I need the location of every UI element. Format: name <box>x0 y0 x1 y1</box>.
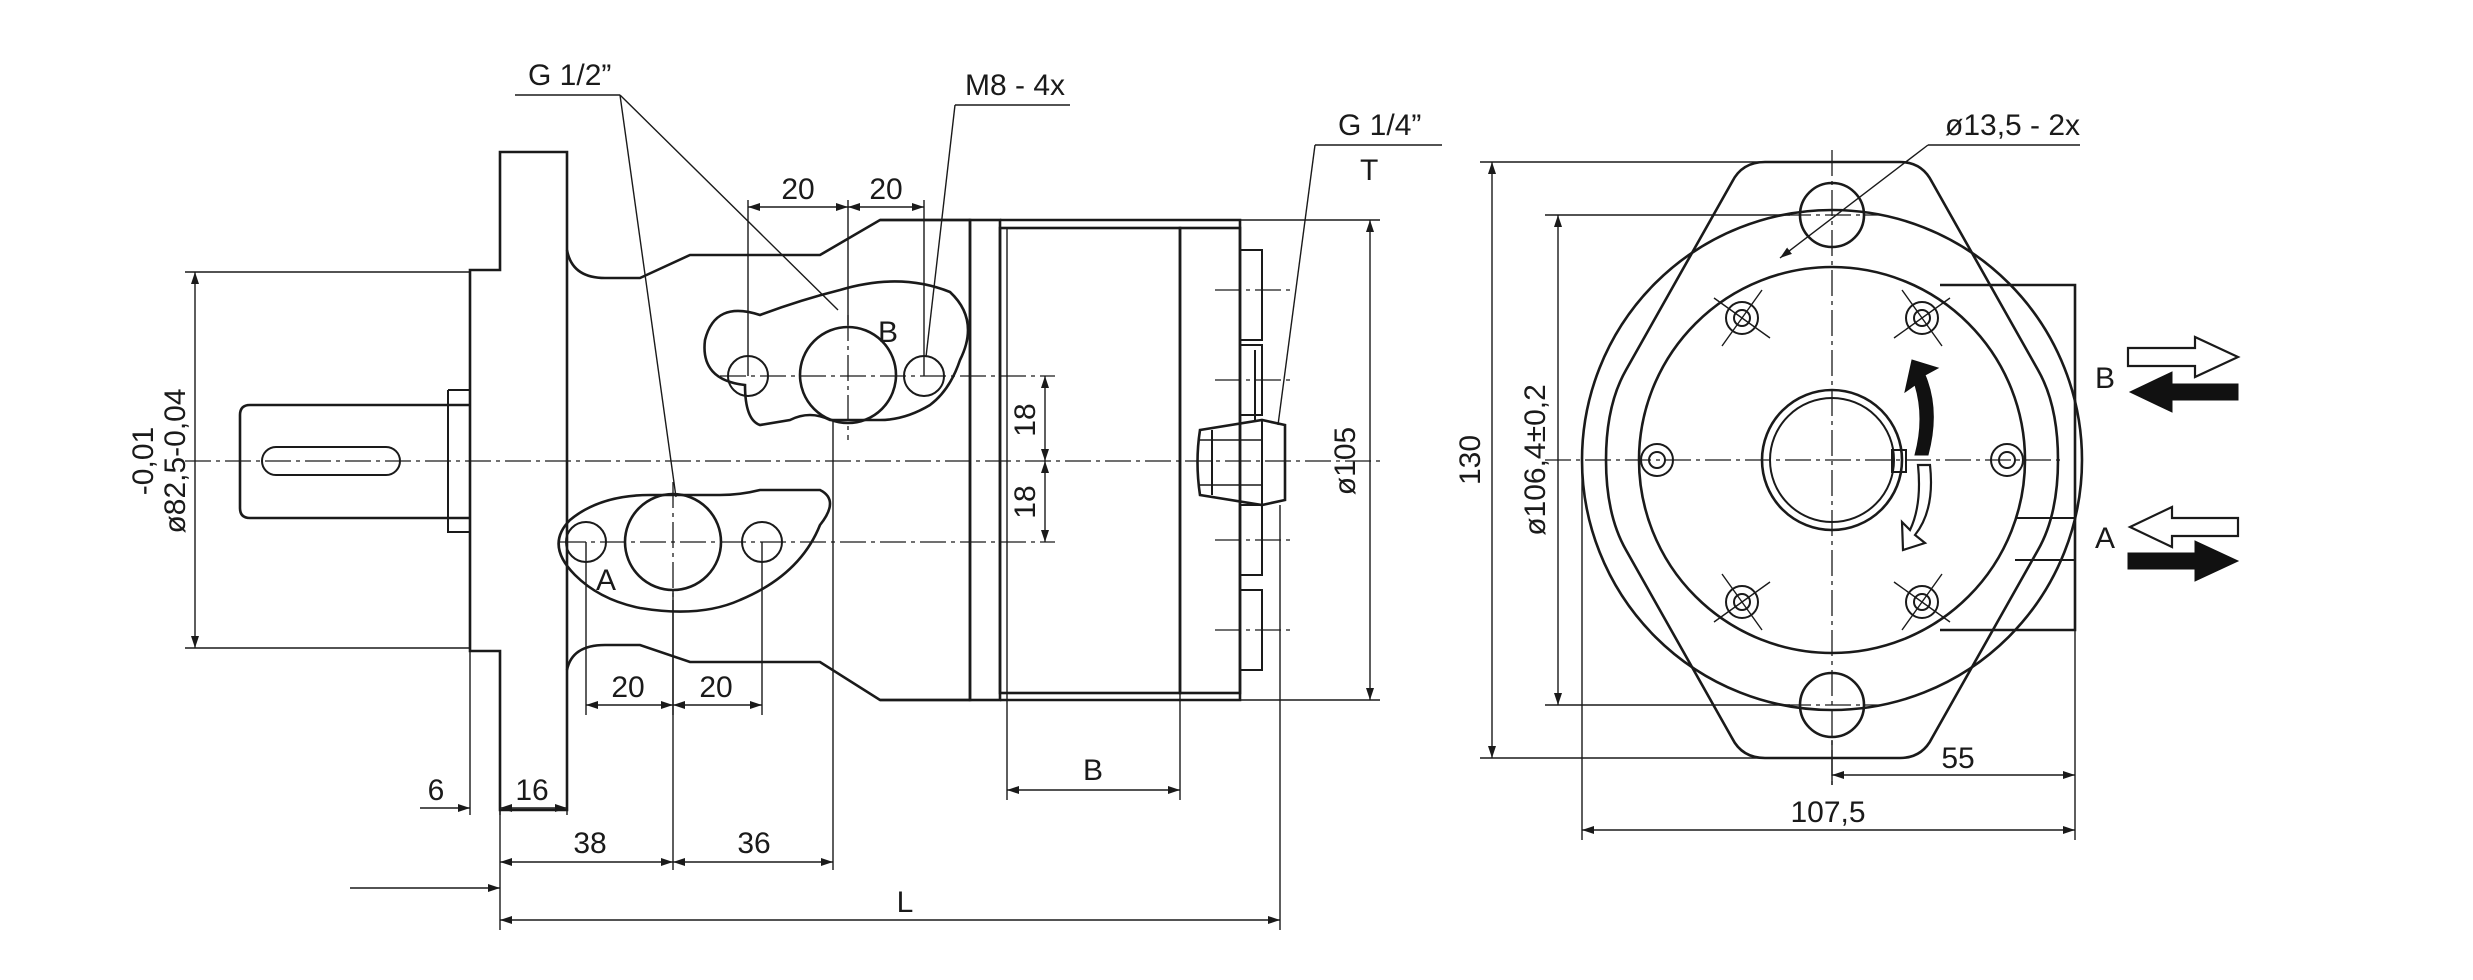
front-port-b-label: B <box>2095 362 2115 395</box>
port-housing <box>557 218 1055 702</box>
shaft-diameter-text: ø82,5-0,04 <box>159 388 192 533</box>
dim-height: 130 <box>1454 161 1832 759</box>
length-b-text: B <box>1083 754 1103 787</box>
height-text: 130 <box>1454 435 1487 485</box>
mount-holes-label: ø13,5 - 2x <box>1945 109 2080 142</box>
flow-arrows-b: B <box>2095 335 2241 413</box>
dim-width: 107,5 <box>1581 460 2075 840</box>
port-b-position-text: 36 <box>737 827 770 860</box>
front-flange <box>1604 160 2060 760</box>
flow-arrows-a: A <box>2095 505 2240 582</box>
drain-plug <box>1196 350 1287 507</box>
port-thread-label: G 1/2” <box>528 59 611 92</box>
flow-out-b-icon <box>2126 335 2241 379</box>
shaft-bore <box>1760 388 1907 532</box>
flow-in-a-icon <box>2127 505 2240 549</box>
length-l-text: L <box>897 886 914 919</box>
body-diameter-text: ø105 <box>1329 427 1362 495</box>
dim-pilot-dia: ø106,4±0,2 <box>1519 214 1790 706</box>
dim-port-offsets: 18 18 <box>1009 376 1049 542</box>
side-port-block <box>1940 283 2077 632</box>
flow-in-b-icon <box>2128 371 2239 413</box>
rotation-cw-icon <box>1904 359 1940 456</box>
flange-gap-text: 6 <box>428 774 445 807</box>
end-bolts <box>1215 249 1290 671</box>
pilot-circle <box>1637 265 2027 655</box>
dim-mount-holes: ø13,5 - 2x <box>1779 109 2080 259</box>
dim-shaft-dia: -0,01 ø82,5-0,04 <box>127 271 470 649</box>
port-offset-1-text: 18 <box>1009 403 1042 436</box>
dim-length-l: L <box>350 505 1281 930</box>
half-width-text: 55 <box>1941 742 1974 775</box>
rotation-arrows <box>1900 359 1940 552</box>
dim-length-b: B <box>1006 228 1181 800</box>
mount-holes <box>1785 181 1880 739</box>
flange <box>468 150 569 812</box>
front-port-a-label: A <box>2095 522 2115 555</box>
flange-thickness-text: 16 <box>515 774 548 807</box>
callouts-side: G 1/2” M8 - 4x G 1/4” T B A <box>515 59 1442 597</box>
port-spacing-1-text: 20 <box>781 173 814 206</box>
rotation-ccw-icon <box>1900 463 1933 552</box>
side-view: -0,01 ø82,5-0,04 ø105 18 18 20 20 <box>127 59 1442 930</box>
pilot-diameter-text: ø106,4±0,2 <box>1519 384 1552 536</box>
front-view: B A 130 ø106,4±0,2 ø13,5 - 2x <box>1454 109 2241 840</box>
port-spacing-3-text: 20 <box>611 671 644 704</box>
dim-top-spacing: 20 20 <box>747 173 925 376</box>
dim-body-dia: ø105 <box>1240 219 1380 701</box>
dim-half-width: 55 <box>1831 630 2076 840</box>
width-text: 107,5 <box>1790 796 1865 829</box>
port-offset-2-text: 18 <box>1009 485 1042 518</box>
bolt-thread-label: M8 - 4x <box>965 69 1065 102</box>
side-port-b-label: B <box>878 316 898 349</box>
port-a-position-text: 38 <box>573 827 606 860</box>
dim-port-positions: 38 36 <box>499 420 834 870</box>
side-port-a-label: A <box>596 564 616 597</box>
drain-thread-label: G 1/4” <box>1338 109 1421 142</box>
drain-port-label: T <box>1360 154 1378 187</box>
port-spacing-4-text: 20 <box>699 671 732 704</box>
shaft-tolerance-text: -0,01 <box>127 427 160 495</box>
bolt-pattern <box>1640 289 2024 631</box>
dim-flange: 6 16 <box>420 651 568 815</box>
port-spacing-2-text: 20 <box>869 173 902 206</box>
flow-out-a-icon <box>2127 540 2240 582</box>
